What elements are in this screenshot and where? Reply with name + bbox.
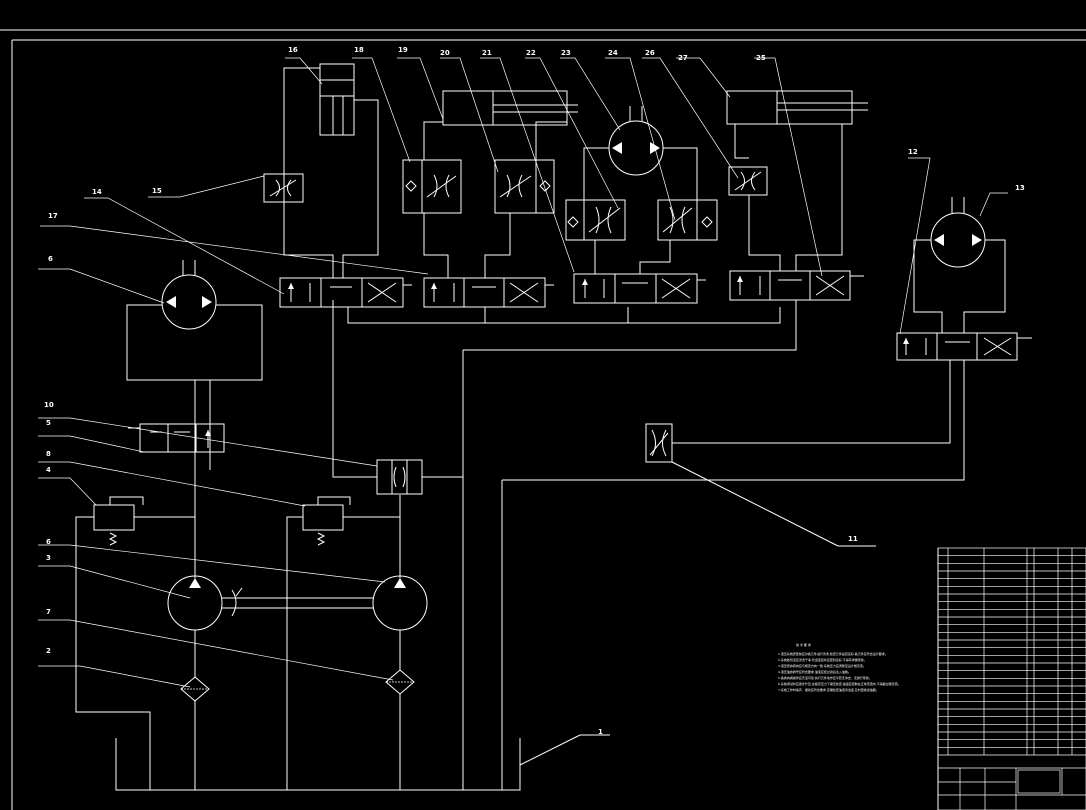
pump-left [167,575,243,790]
label-13: 13 [1015,184,1025,192]
header-lines [347,300,797,351]
motor-24 [583,106,698,200]
label-12: 12 [908,148,918,156]
relief-valve-8 [286,496,400,790]
drawing-frame [0,29,1086,810]
drive-shaft [222,597,373,609]
directional-valve-12 [896,332,1032,361]
label-15: 15 [152,187,162,195]
label-8: 8 [46,450,51,458]
label-20: 20 [440,49,450,57]
label-25: 25 [756,54,766,62]
leader-lines [38,57,1008,688]
label-6-upper: 6 [48,255,53,263]
cylinder-16 [283,63,379,278]
cylinder-19 [423,90,578,160]
label-26: 26 [645,49,655,57]
check-throttle-18 [402,159,462,278]
note-4: 4.液压油的牌号应符合要求,油液应经过滤后注入油箱。 [778,669,851,674]
oil-tank [115,734,610,791]
check-throttle-22 [565,199,626,274]
label-16: 16 [288,46,298,54]
label-10: 10 [44,401,54,409]
note-2: 2.系统各管道应清洗干净,管道连接处应密封良好,不得有渗漏现象。 [778,657,867,662]
label-1: 1 [598,728,603,736]
throttle-valve-11 [502,360,965,547]
check-throttle-26 [639,199,718,274]
directional-valve-row [279,270,864,308]
note-1: 1.液压系统安装前应对各元件进行清洗,检查元件是否完好,各元件应符合设计要求。 [778,651,888,656]
note-3: 3.液压泵的转向应与规定方向一致,系统压力应调整至设计规定值。 [778,663,866,668]
label-24: 24 [608,49,618,57]
label-6-lower: 6 [46,538,51,546]
label-21: 21 [482,49,492,57]
label-19: 19 [398,46,408,54]
cylinder-25 [726,90,868,271]
label-4: 4 [46,466,51,474]
note-6: 6.系统调试时应逐步升压,在额定压力下保压检查,油温应控制在正常范围内,不得超过… [778,681,901,686]
label-14: 14 [92,188,102,196]
label-5: 5 [46,419,51,427]
label-27: 27 [678,54,688,62]
main-lines [194,350,503,790]
label-23: 23 [561,49,571,57]
motor-13 [913,197,1006,333]
parts-list-table [937,547,1086,810]
label-22: 22 [526,49,536,57]
pump-right [372,575,428,790]
label-7: 7 [46,608,51,616]
throttle-valve-15 [263,173,304,203]
label-11: 11 [848,535,858,543]
notes-title: 技 术 要 求 [796,642,811,647]
relief-valve-4 [75,496,195,790]
check-throttle-20 [484,159,555,278]
note-7: 7.系统工作时噪声、振动应符合要求,定期检查油液清洁度,及时更换滤油器。 [778,687,879,692]
label-2: 2 [46,647,51,655]
label-17: 17 [48,212,58,220]
shuttle-valve [332,300,463,495]
label-3: 3 [46,554,51,562]
motor-6 [126,260,263,424]
note-5: 5.各换向阀操作应灵活可靠,执行元件动作应平稳无冲击、无爬行现象。 [778,675,872,680]
label-18: 18 [354,46,364,54]
technical-notes: 技 术 要 求 1.液压系统安装前应对各元件进行清洗,检查元件是否完好,各元件应… [778,642,901,692]
component-labels: 1 2 3 6 7 4 8 5 10 6 17 14 15 16 18 19 2… [44,46,1025,736]
